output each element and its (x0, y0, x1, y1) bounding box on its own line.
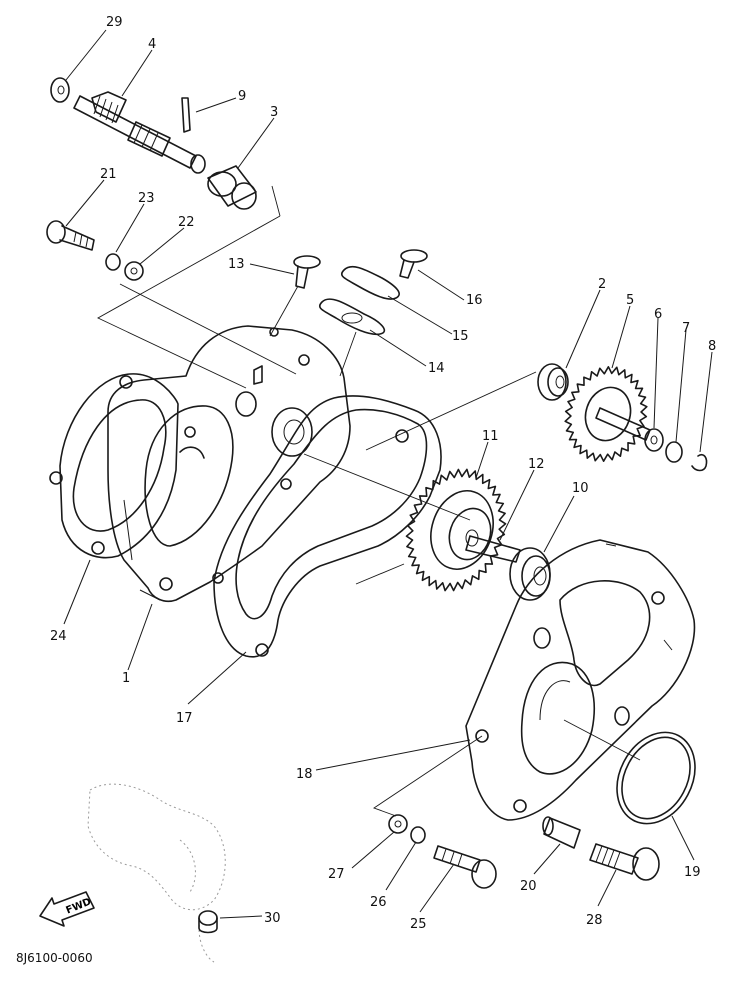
part-15-plate (340, 265, 400, 300)
part-21-bolt (46, 220, 95, 251)
part-14-seal-plate (318, 298, 386, 336)
callout-28: 28 (586, 913, 603, 928)
part-6-washer (644, 428, 664, 452)
leader-lines (63, 29, 713, 919)
part-1-crankcase-cover (107, 325, 351, 603)
callout-24: 24 (50, 629, 67, 644)
callout-8: 8 (708, 339, 716, 354)
engine-reference-outline (87, 783, 226, 963)
part-9-pin (181, 97, 191, 133)
part-29-washer (50, 77, 70, 103)
callout-12: 12 (528, 457, 545, 472)
part-20-dowel (542, 816, 581, 849)
callout-18: 18 (296, 767, 313, 782)
part-19-o-ring (616, 731, 696, 825)
part-28-bolt (589, 843, 660, 881)
callout-16: 16 (466, 293, 483, 308)
callout-23: 23 (138, 191, 155, 206)
callout-21: 21 (100, 167, 117, 182)
callout-10: 10 (572, 481, 589, 496)
callout-2: 2 (598, 277, 606, 292)
callout-30: 30 (264, 911, 281, 926)
part-16-screw (399, 249, 428, 279)
callout-27: 27 (328, 867, 345, 882)
callout-25: 25 (410, 917, 427, 932)
callout-labels: 29 4 9 3 21 23 22 13 16 15 14 2 5 6 7 8 … (50, 15, 716, 932)
callout-9: 9 (238, 89, 246, 104)
part-12-shaft (465, 535, 521, 563)
callout-22: 22 (178, 215, 195, 230)
part-8-circlip (691, 453, 708, 472)
part-2-bearing (537, 363, 569, 401)
part-11-gear (405, 468, 507, 592)
part-3-collar (207, 165, 257, 210)
part-26-lock-washer (410, 826, 426, 844)
callout-19: 19 (684, 865, 701, 880)
callout-26: 26 (370, 895, 387, 910)
part-10-bearing (509, 547, 551, 601)
callout-15: 15 (452, 329, 469, 344)
callout-14: 14 (428, 361, 445, 376)
callout-3: 3 (270, 105, 278, 120)
part-23-lock-washer (105, 253, 121, 271)
part-27-washer (388, 814, 408, 834)
part-25-bolt (433, 845, 497, 889)
part-13-screw (293, 255, 321, 289)
callout-13: 13 (228, 257, 245, 272)
callout-1: 1 (122, 671, 130, 686)
callout-6: 6 (654, 307, 662, 322)
alignment-lines (97, 185, 641, 817)
callout-11: 11 (482, 429, 499, 444)
callout-29: 29 (106, 15, 123, 30)
callout-5: 5 (626, 293, 634, 308)
callout-4: 4 (148, 37, 156, 52)
part-17-gasket (212, 395, 442, 658)
callout-17: 17 (176, 711, 193, 726)
fwd-arrow-icon: FWD (39, 891, 95, 927)
callout-20: 20 (520, 879, 537, 894)
part-7-washer (665, 441, 683, 463)
part-4-shaft (73, 91, 206, 174)
part-18-cover (465, 539, 696, 821)
part-30-plug (198, 910, 218, 934)
callout-7: 7 (682, 321, 690, 336)
part-24-gasket (49, 373, 179, 559)
part-5-gear (564, 366, 651, 462)
part-22-washer (124, 261, 144, 281)
drawing-number: 8J6100-0060 (16, 951, 93, 965)
